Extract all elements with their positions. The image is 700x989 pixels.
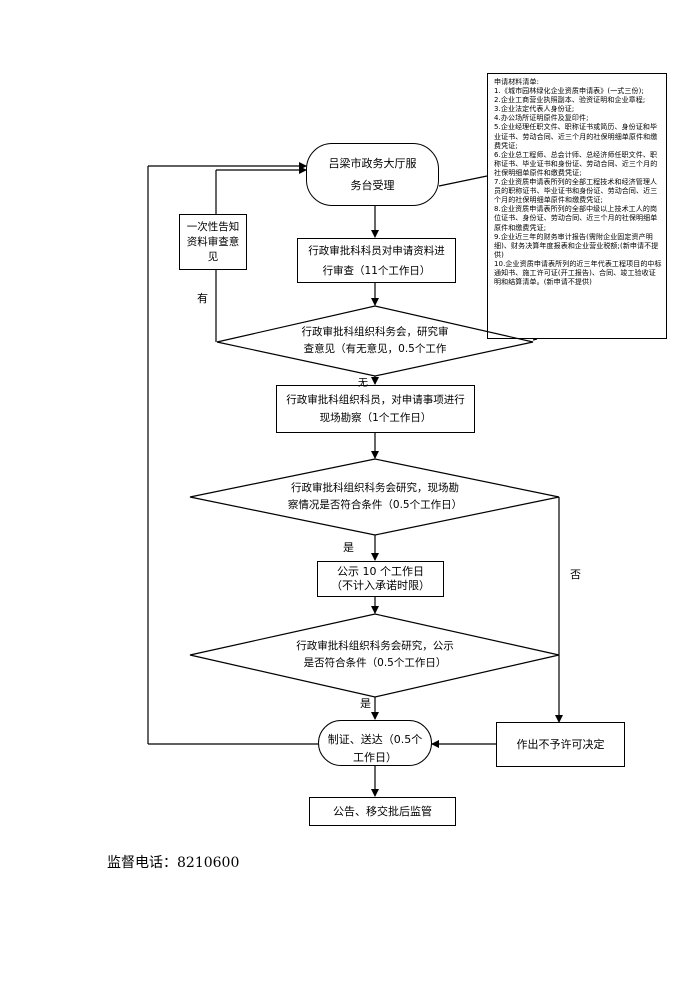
publicity-note-text: （不计入承诺时限） — [331, 579, 430, 592]
publicity-main-text: 公示 10 个工作日 — [337, 565, 424, 578]
meeting1-text: 行政审批科组织科务会，研究审 查意见（有无意见，0.5个工作 — [301, 326, 449, 355]
publicity-node: 公示 10 个工作日 （不计入承诺时限） — [317, 561, 444, 597]
label-has: 有 — [197, 292, 208, 305]
supervision-phone: 监督电话：8210600 — [107, 855, 240, 871]
certify-node: 制证、送达（0.5个 工作日） — [318, 720, 432, 766]
announce-node: 公告、移交批后监管 — [309, 797, 456, 826]
review-node: 行政审批科科员对申请资料进 行审查（11个工作日） — [297, 238, 456, 283]
decision-meeting2-shape — [189, 458, 560, 536]
onsite-node: 行政审批科组织科员，对申请事项进行 现场勘察（1个工作日） — [276, 385, 475, 433]
label-yes-2: 是 — [360, 697, 371, 710]
meeting2-text: 行政审批科组织科务会研究，现场勘 察情况是否符合条件（0.5个工作日） — [287, 482, 463, 511]
line-meeting1-to-materials — [532, 338, 538, 341]
line-start-to-materials — [438, 175, 488, 187]
meeting3-text: 行政审批科组织科务会研究，公示 是否符合条件（0.5个工作日） — [296, 640, 454, 669]
refuse-node: 作出不予许可决定 — [496, 722, 625, 767]
start-node: 吕梁市政务大厅服 务台受理 — [306, 143, 439, 206]
decision-meeting1-shape — [216, 305, 534, 377]
label-no: 否 — [570, 568, 581, 581]
label-yes-1: 是 — [343, 541, 354, 554]
label-none: 无 — [358, 378, 368, 389]
side-note-node: 一次性告知 资料审查意 见 — [179, 214, 247, 270]
materials-list: 申请材料清单: 1.《城市园林绿化企业资质申请表》(一式三份); 2.企业工商营… — [487, 73, 667, 339]
decision-meeting3-shape — [189, 613, 560, 698]
